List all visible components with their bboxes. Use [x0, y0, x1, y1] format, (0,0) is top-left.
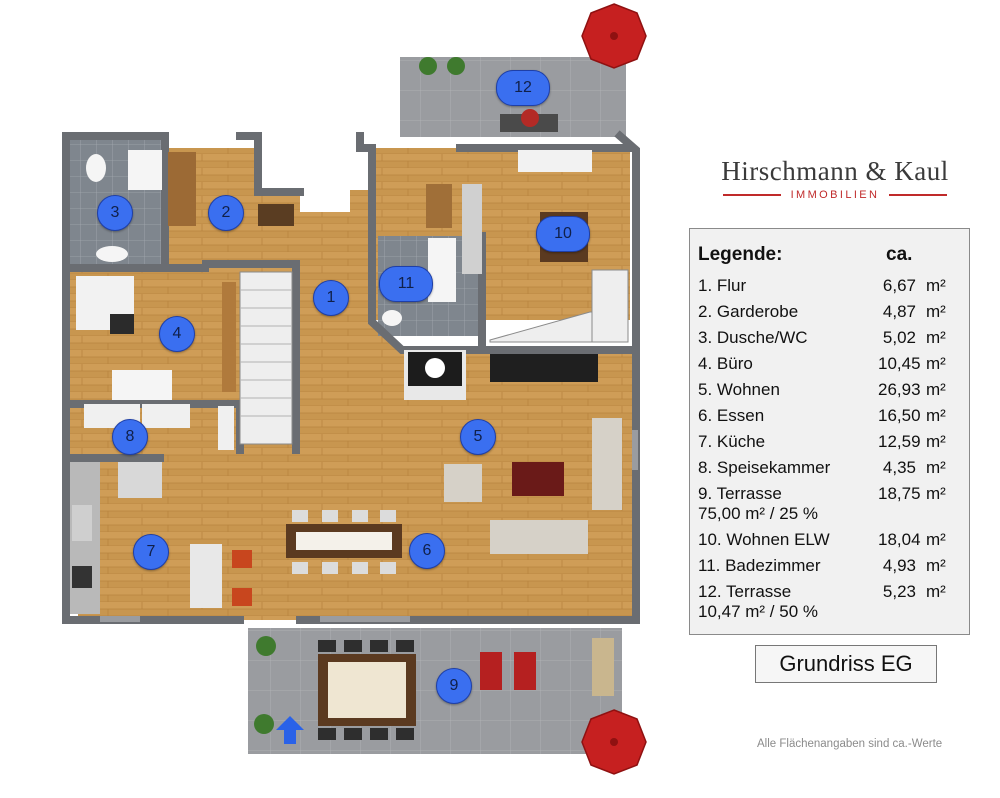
- brand-rule-left: [722, 194, 781, 196]
- legend-value: 16,50: [878, 406, 921, 425]
- staircase: [239, 271, 293, 445]
- legend-unit: m²: [926, 556, 946, 575]
- legend-item: 4. Büro 10,45 m²: [698, 351, 961, 377]
- legend-item: 6. Essen 16,50 m²: [698, 403, 961, 429]
- entrance-arrow-icon: [276, 716, 304, 744]
- floor-title: Grundriss EG: [755, 645, 937, 683]
- legend-unit: m²: [926, 328, 946, 347]
- room-badge-12: 12: [496, 70, 550, 106]
- dining-table: [286, 510, 402, 574]
- terrace-12-furniture: [419, 57, 558, 132]
- room-badge-3: 3: [97, 195, 133, 231]
- legend-item: 8. Speisekammer 4,35 m²: [698, 455, 961, 481]
- living-furniture: [404, 350, 622, 554]
- legend-label: 12. Terrasse: [698, 582, 792, 601]
- umbrella-north-icon: [581, 3, 647, 69]
- legend-label: 6. Essen: [698, 406, 765, 425]
- legend-value: 4,87: [882, 302, 916, 321]
- legend-item-sub: 75,00 m² / 25 %: [698, 504, 819, 523]
- legend-unit: m²: [926, 432, 946, 451]
- room-badge-6: 6: [409, 533, 445, 569]
- legend-title: Legende:: [698, 244, 783, 265]
- legend-item: 5. Wohnen 26,93 m²: [698, 377, 961, 403]
- legend-value: 6,67: [882, 276, 916, 295]
- legend-unit: m²: [926, 380, 946, 399]
- legend-value: 18,04: [878, 530, 921, 549]
- umbrella-south-icon: [581, 709, 647, 775]
- legend-label: 4. Büro: [698, 354, 753, 373]
- area-note: Alle Flächenangaben sind ca.-Werte: [757, 738, 943, 750]
- wall-caps: [100, 430, 638, 622]
- bathroom-3-fixtures: [86, 150, 162, 262]
- brand-subtitle: IMMOBILIEN: [790, 189, 880, 201]
- bathroom-11-fixtures: [382, 238, 456, 326]
- legend-item: 10. Wohnen ELW 18,04 m²: [698, 527, 961, 553]
- legend-unit: m²: [926, 276, 946, 295]
- legend-panel: Legende: ca. 1. Flur 6,67 m² 2. Garderobe 4,…: [689, 228, 970, 635]
- legend-value: 12,59: [878, 432, 921, 451]
- legend-item: 9. Terrasse 18,75 m²: [698, 481, 961, 507]
- terrace-9-furniture: [254, 636, 614, 744]
- legend-unit: m²: [926, 302, 946, 321]
- legend-value: 18,75: [878, 484, 921, 503]
- legend-item-sub: 10,47 m² / 50 %: [698, 602, 819, 621]
- legend-label: 9. Terrasse: [698, 484, 782, 503]
- legend-item: 3. Dusche/WC 5,02 m²: [698, 325, 961, 351]
- room-badge-11: 11: [379, 266, 433, 302]
- room-badge-9: 9: [436, 668, 472, 704]
- room-badge-8: 8: [112, 419, 148, 455]
- wardrobe-furniture: [168, 152, 294, 226]
- room-badge-2: 2: [208, 195, 244, 231]
- legend-item: 7. Küche 12,59 m²: [698, 429, 961, 455]
- legend-label: 5. Wohnen: [698, 380, 780, 399]
- legend-value: 10,45: [878, 354, 921, 373]
- floor-plan: [62, 3, 647, 775]
- legend-unit: m²: [926, 458, 946, 477]
- room-badge-7: 7: [133, 534, 169, 570]
- legend-item: 11. Badezimmer 4,93 m²: [698, 553, 961, 579]
- legend-label: 7. Küche: [698, 432, 766, 451]
- legend-item: 12. Terrasse 5,23 m²: [698, 579, 961, 605]
- legend-unit: m²: [926, 406, 946, 425]
- legend-value: 4,93: [882, 556, 916, 575]
- room-badge-5: 5: [460, 419, 496, 455]
- brand-rule-right: [889, 194, 948, 196]
- legend-item: 1. Flur 6,67 m²: [698, 273, 961, 299]
- legend-value: 5,23: [882, 582, 916, 601]
- room-badge-1: 1: [313, 280, 349, 316]
- terrace-9: [248, 628, 622, 754]
- kitchen-fixtures: [72, 462, 252, 608]
- room-badge-10: 10: [536, 216, 590, 252]
- elw-staircase: [489, 269, 629, 343]
- brand-name: Hirschmann & Kaul: [721, 156, 949, 186]
- legend-label: 10. Wohnen ELW: [698, 530, 830, 549]
- legend-unit: m²: [926, 354, 946, 373]
- legend-value: 5,02: [882, 328, 916, 347]
- legend-unit: m²: [926, 484, 946, 503]
- legend-ca: ca.: [886, 244, 913, 265]
- legend-value: 4,35: [882, 458, 916, 477]
- legend-label: 1. Flur: [698, 276, 747, 295]
- office-furniture: [76, 276, 236, 400]
- legend-label: 3. Dusche/WC: [698, 328, 808, 347]
- legend-label: 11. Badezimmer: [698, 556, 821, 575]
- brand-logo: Hirschmann & Kaul IMMOBILIEN: [700, 156, 970, 201]
- legend-unit: m²: [926, 582, 946, 601]
- legend-label: 2. Garderobe: [698, 302, 799, 321]
- legend-item: 2. Garderobe 4,87 m²: [698, 299, 961, 325]
- legend-unit: m²: [926, 530, 946, 549]
- legend-header: Legende: ca.: [698, 237, 961, 273]
- legend-value: 26,93: [878, 380, 921, 399]
- room-badge-4: 4: [159, 316, 195, 352]
- legend-label: 8. Speisekammer: [698, 458, 831, 477]
